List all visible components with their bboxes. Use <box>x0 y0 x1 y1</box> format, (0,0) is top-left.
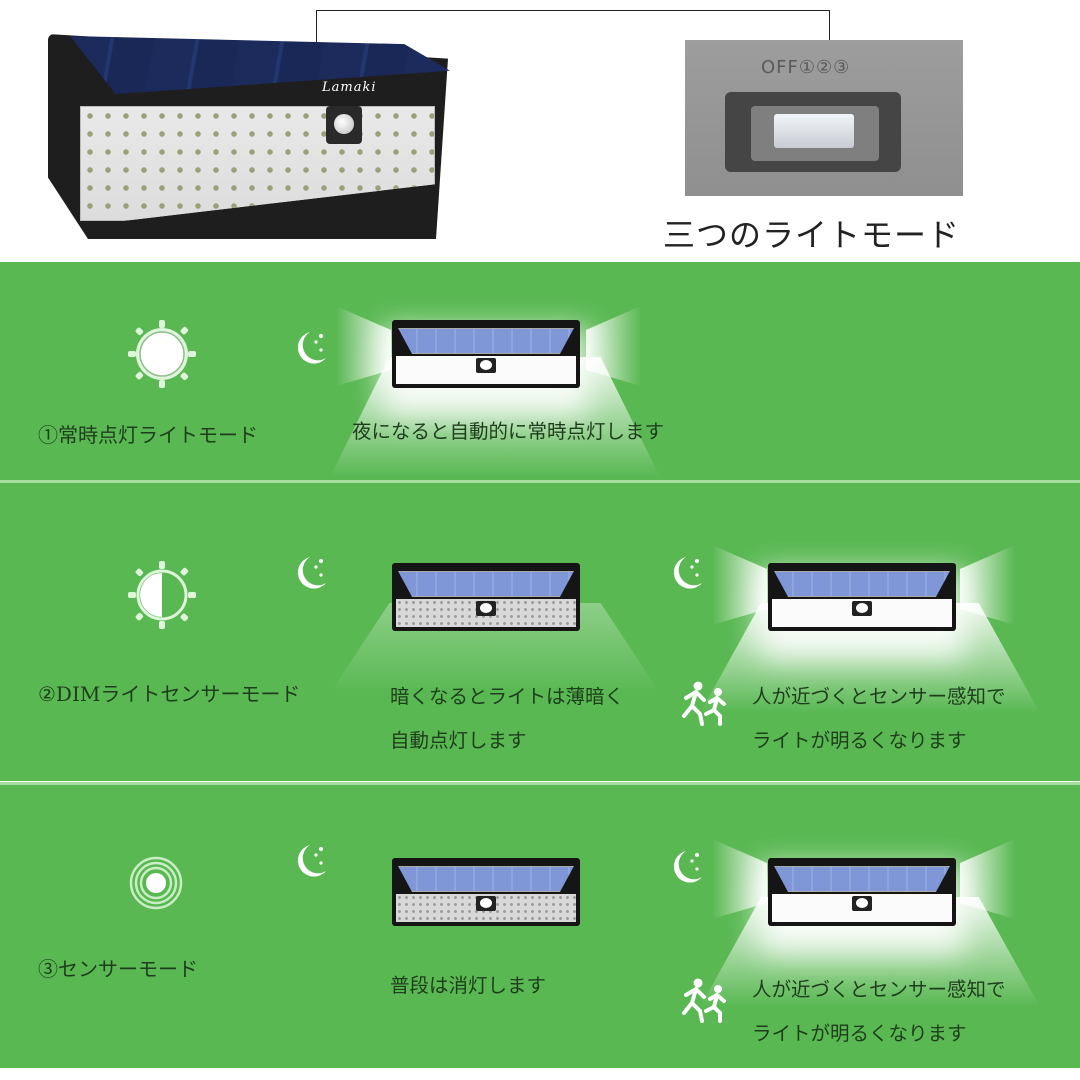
lamp-bright <box>392 320 580 388</box>
moon-stars-icon <box>673 557 702 589</box>
moon-stars-icon <box>297 332 326 364</box>
concentric-circles-icon <box>129 856 183 910</box>
divider <box>0 480 1080 483</box>
lamp-bright <box>768 858 956 926</box>
brand-logo: Lamaki <box>322 80 377 95</box>
lamp-dim <box>392 563 580 631</box>
mode-3-panel: ③センサーモード 普段は消灯します 人が近づくとセンサー感知で ライトが明るくな… <box>0 785 1080 1068</box>
running-people-icon <box>682 681 726 726</box>
mode-1-panel: ①常時点灯ライトモード 夜になると自動的に常時点灯します <box>0 262 1080 480</box>
divider <box>0 782 1080 785</box>
mode-3-sensor-description: 人が近づくとセンサー感知で ライトが明るくなります <box>752 978 1006 1045</box>
half-sun-icon <box>128 561 196 629</box>
mode-3-off-description: 普段は消灯します <box>390 974 547 997</box>
moon-stars-icon <box>297 557 326 589</box>
moon-stars-icon <box>297 845 326 877</box>
running-people-icon <box>682 978 726 1023</box>
connector-bracket <box>316 10 830 42</box>
section-caption: 三つのライトモード <box>663 216 961 254</box>
full-sun-icon <box>128 320 196 388</box>
lamp-off <box>392 858 580 926</box>
mode-2-label: ②DIMライトセンサーモード <box>38 682 301 706</box>
switch-positions-label: OFF①②③ <box>761 57 851 78</box>
mode-1-label: ①常時点灯ライトモード <box>38 423 258 447</box>
mode-1-description: 夜になると自動的に常時点灯します <box>352 420 665 443</box>
motion-sensor <box>326 106 362 144</box>
mode-2-sensor-description: 人が近づくとセンサー感知で ライトが明るくなります <box>752 685 1006 752</box>
product-header: Lamaki OFF①②③ 三つのライトモード <box>0 0 1080 262</box>
mode-switch-image: OFF①②③ <box>685 40 963 196</box>
moon-stars-icon <box>673 851 702 883</box>
mode-2-panel: ②DIMライトセンサーモード 暗くなるとライトは薄暗く 自動点灯します 人が近づ… <box>0 483 1080 781</box>
switch-knob <box>774 114 854 148</box>
lamp-bright <box>768 563 956 631</box>
solar-light-product-image: Lamaki <box>40 20 470 250</box>
mode-2-dim-description: 暗くなるとライトは薄暗く 自動点灯します <box>390 685 625 752</box>
mode-3-label: ③センサーモード <box>38 957 198 981</box>
